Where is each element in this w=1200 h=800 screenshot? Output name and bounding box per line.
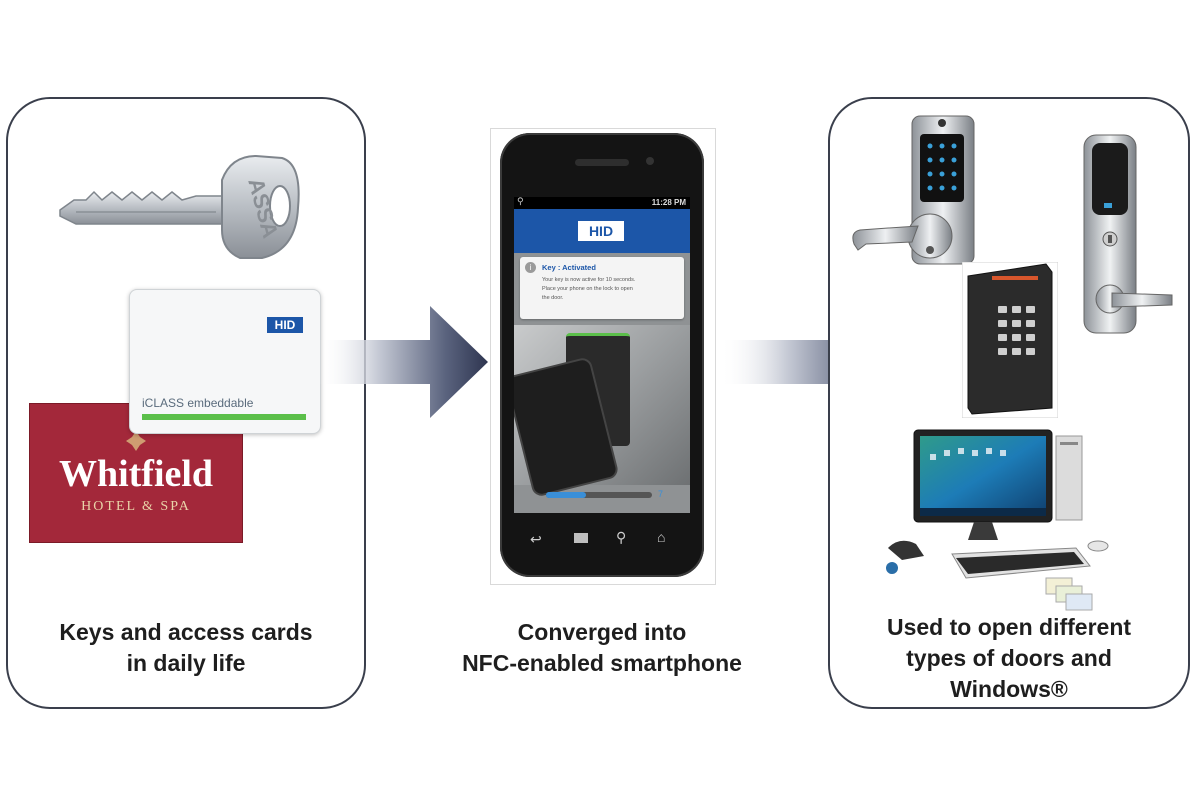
hid-card-stripe [142, 414, 306, 420]
door-lock-icon [852, 115, 975, 265]
menu-button[interactable] [574, 533, 588, 543]
middle-caption: Converged into NFC-enabled smartphone [440, 617, 764, 679]
arrow-right-icon [318, 306, 488, 418]
keypad-reader-icon [962, 262, 1058, 418]
search-button[interactable]: ⚲ [616, 529, 627, 545]
app-header: HID [514, 209, 690, 253]
middle-caption-line1: Converged into [517, 619, 687, 645]
info-icon: i [525, 262, 536, 273]
right-caption-line3: Windows® [950, 676, 1068, 702]
notice-line2: Place your phone on the lock to open [542, 286, 633, 292]
phone-screen: ⚲ 11:28 PM HID i Key : Activated Your ke… [514, 197, 690, 513]
middle-caption-line2: NFC-enabled smartphone [462, 650, 742, 676]
left-caption-line1: Keys and access cards [59, 619, 313, 645]
notice-line3: the door. [542, 295, 564, 301]
notice-line1: Your key is now active for 10 seconds. [542, 277, 636, 283]
countdown-bar-bg [546, 492, 652, 498]
left-caption-line2: in daily life [126, 650, 246, 676]
left-caption: Keys and access cards in daily life [6, 617, 366, 679]
phone-time: 11:28 PM [651, 198, 686, 207]
key-icon: ASSA [56, 150, 304, 268]
hid-card-logo: HID [267, 317, 303, 333]
right-caption-line1: Used to open different [886, 614, 1132, 640]
earpiece [575, 159, 629, 166]
right-caption: Used to open different types of doors an… [828, 612, 1190, 705]
home-button[interactable]: ⌂ [657, 529, 666, 545]
diamond-icon [126, 431, 146, 451]
countdown-number: 7 [658, 489, 664, 499]
hid-card-text: iCLASS embeddable [142, 396, 254, 410]
reader-photo [514, 325, 690, 498]
right-caption-line2: types of doors and [906, 645, 1112, 671]
countdown-bar-fill [546, 492, 586, 498]
status-bar: ⚲ 11:28 PM [514, 197, 690, 209]
notice-title: Key : Activated [542, 263, 596, 272]
computer-icon [886, 429, 1109, 611]
search-icon: ⚲ [517, 197, 524, 206]
lever-lock-icon [1083, 134, 1173, 334]
hid-card-icon: HID iCLASS embeddable [129, 289, 321, 434]
smartphone-icon: ⚲ 11:28 PM HID i Key : Activated Your ke… [500, 133, 704, 577]
back-button[interactable]: ↩ [530, 531, 542, 547]
notice-card: i Key : Activated Your key is now active… [520, 257, 684, 319]
hotel-name: Whitfield [58, 453, 214, 495]
hotel-subtitle: HOTEL & SPA [81, 499, 191, 514]
camera-dot [646, 157, 654, 165]
app-logo: HID [578, 221, 624, 241]
